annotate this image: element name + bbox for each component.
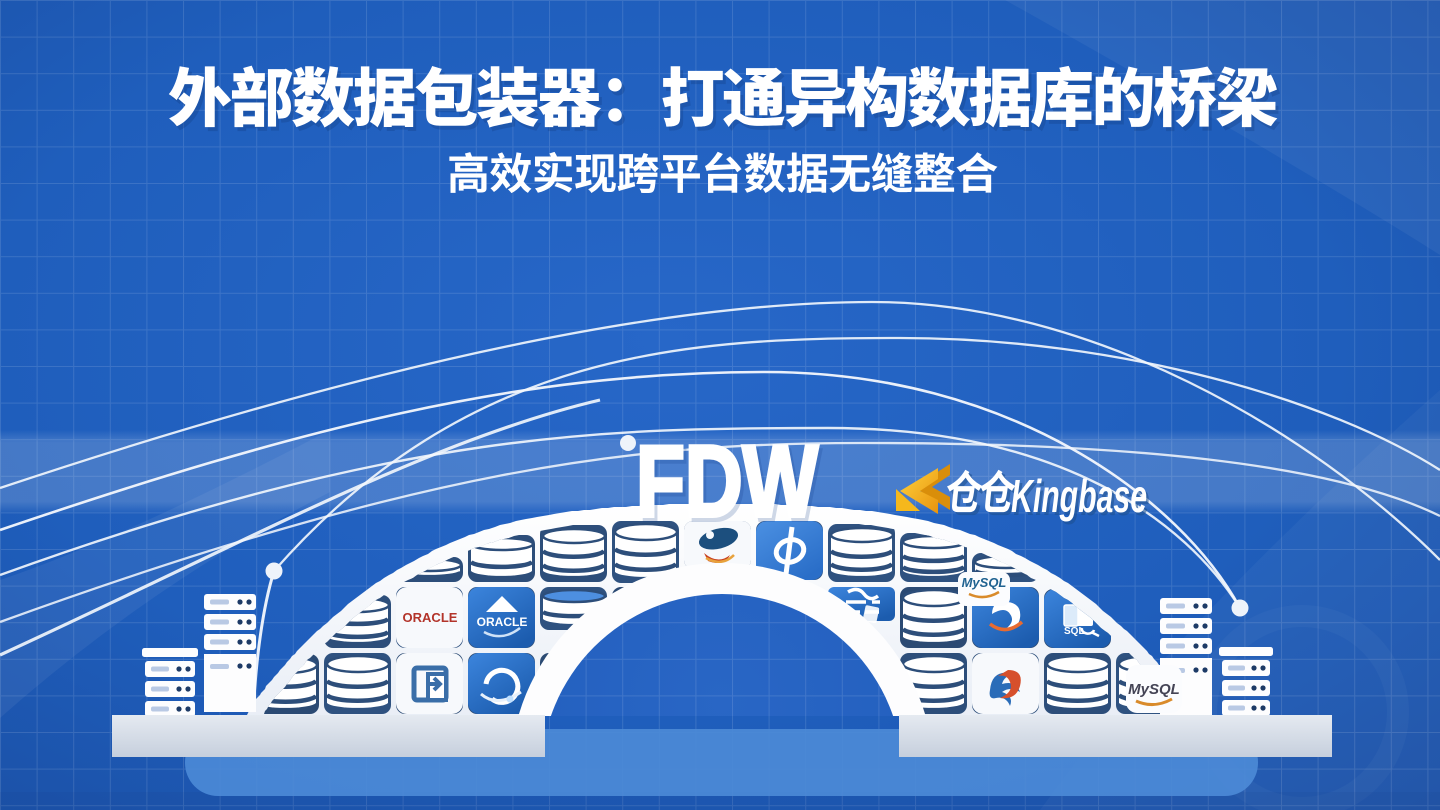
svg-text:MySQL: MySQL [962,575,1007,590]
svg-text:ORACLE: ORACLE [403,610,458,625]
svg-text:Kingbase: Kingbase [1014,473,1150,525]
svg-text:ORACLE: ORACLE [477,615,528,629]
svg-text:SQL: SQL [1064,626,1085,637]
svg-text:Kingbase: Kingbase [1011,470,1147,522]
svg-text:FDW: FDW [639,430,822,542]
svg-text:FDW: FDW [636,426,819,538]
svg-text:MySQL: MySQL [1128,681,1180,698]
